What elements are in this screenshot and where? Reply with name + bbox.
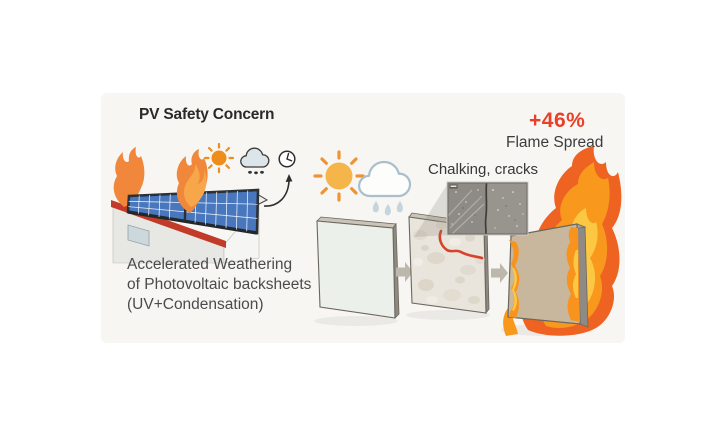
- red-crack-line: [438, 229, 484, 260]
- raindrops: [372, 201, 403, 216]
- defect-label: Chalking, cracks: [428, 161, 539, 178]
- magnifier-callout-wedge: [414, 183, 448, 237]
- caption-line-2: of Photovoltaic backsheets: [127, 276, 312, 293]
- caption-line-3: (UV+Condensation): [127, 296, 264, 313]
- sun-icon: [203, 142, 235, 174]
- clock-icon: [278, 150, 296, 168]
- figure-title: PV Safety Concern: [139, 106, 275, 123]
- chalking-texture: [413, 221, 485, 304]
- micrograph-inset: [446, 181, 529, 236]
- rain-cloud-icon-large: [358, 160, 412, 216]
- burning-backsheet-panel: [507, 223, 589, 328]
- curved-arrow-icon: [263, 174, 293, 207]
- clean-backsheet-panel: [316, 216, 400, 319]
- micrograph-crack: [484, 183, 488, 234]
- house-window: [127, 224, 150, 247]
- burning-house-solar-roof-illustration: [111, 147, 269, 264]
- rain-cloud-icon: [240, 147, 270, 175]
- right-arrow-icon: [396, 262, 413, 282]
- right-arrow-icon: [491, 263, 508, 283]
- flame-spread-increase-value: +46%: [529, 109, 586, 132]
- flame-spread-label: Flame Spread: [506, 134, 604, 151]
- flame-icon: [176, 149, 208, 213]
- scale-bar: [450, 185, 457, 188]
- caption-line-1: Accelerated Weathering: [127, 256, 293, 273]
- figure-caption: Accelerated Weathering of Photovoltaic b…: [127, 255, 311, 315]
- sun-icon-large: [313, 150, 365, 202]
- flame-icon: [113, 147, 145, 207]
